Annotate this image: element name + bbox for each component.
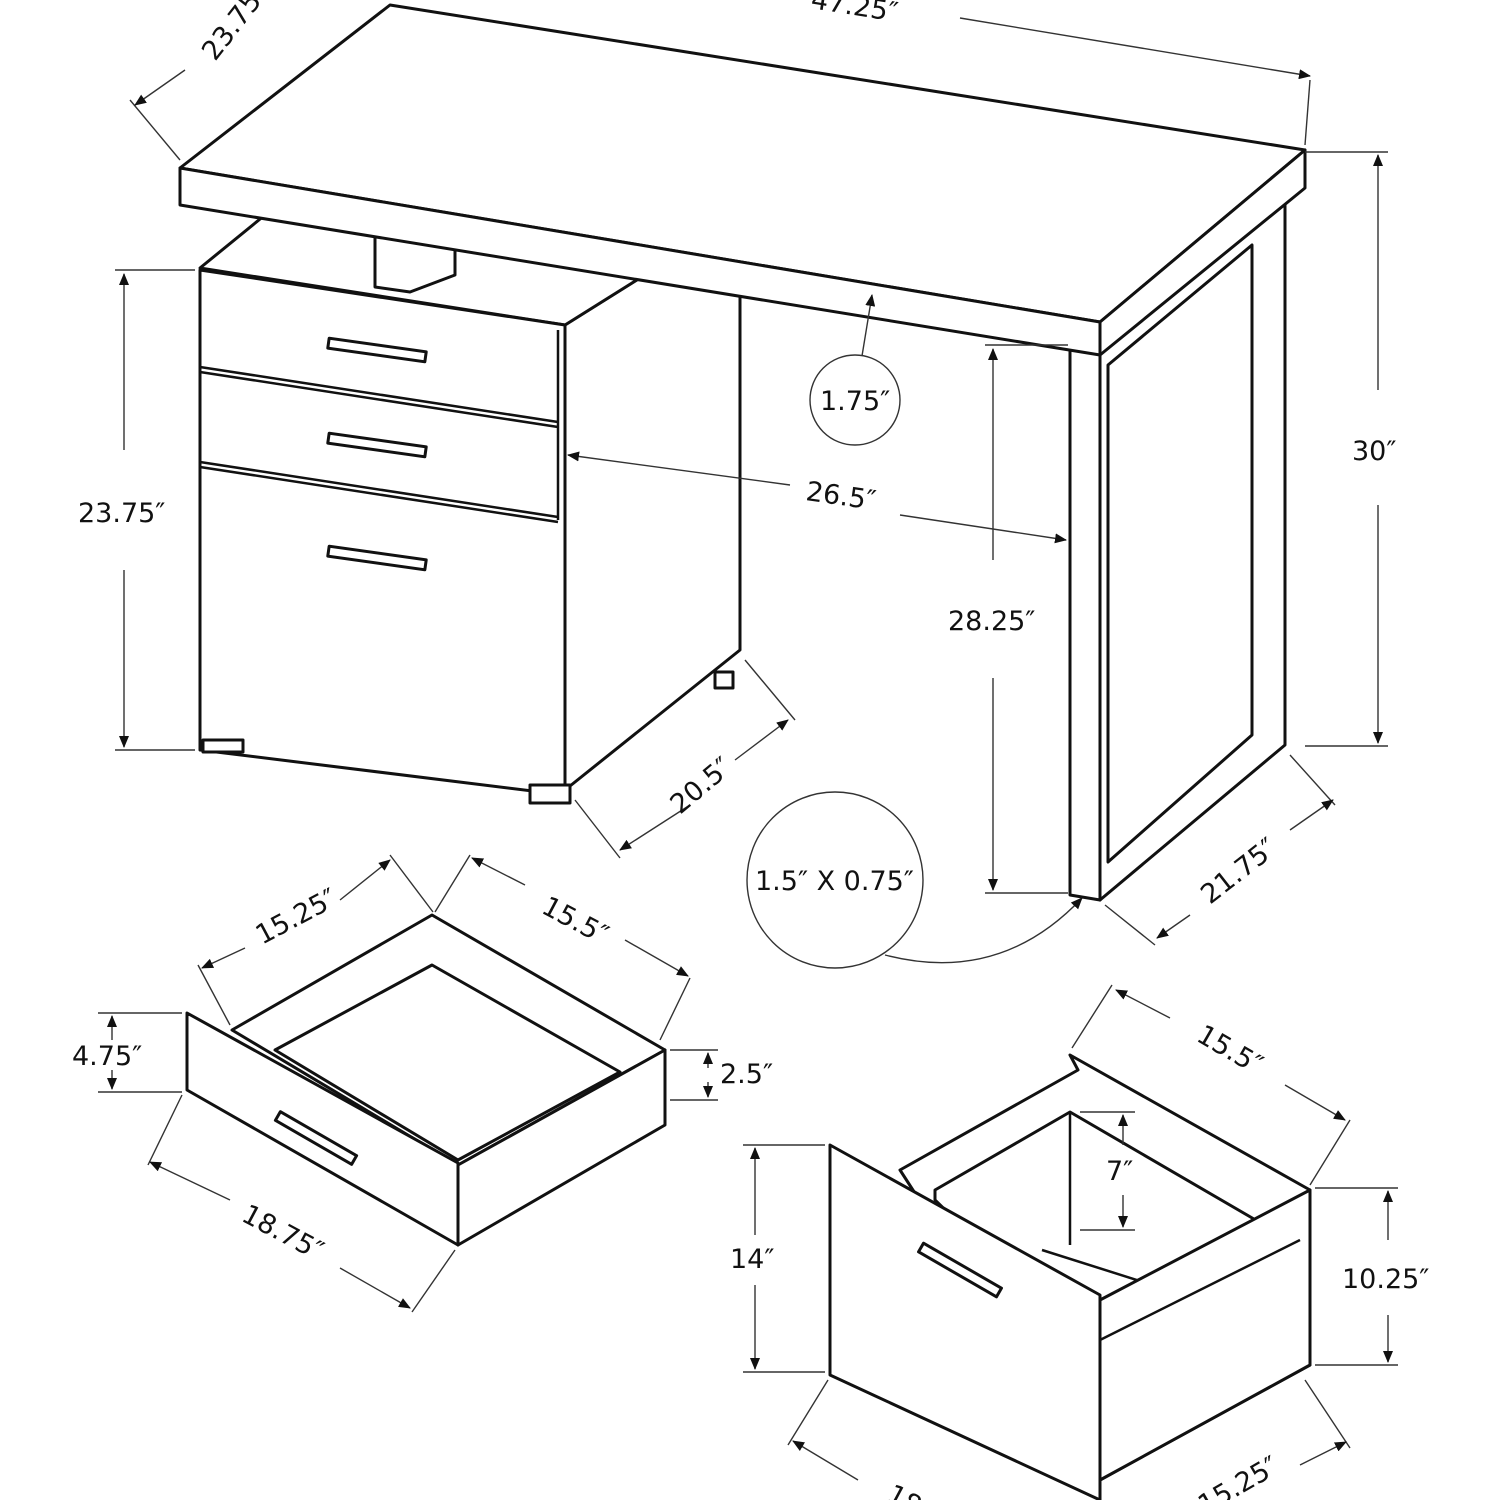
label-drawer-inner-depth: 15.5″ (537, 891, 614, 951)
drawer-handle-3 (326, 544, 428, 572)
cabinet-side (563, 276, 742, 792)
label-knee-width: 26.5″ (804, 476, 878, 516)
label-cabinet-height: 23.75″ (78, 498, 165, 529)
detail-circle-top (809, 354, 901, 446)
desktop-side-edge (1098, 148, 1307, 357)
drawer-handle-2 (326, 431, 428, 459)
file-drawer: 15.5″ 7″ 14″ 10.25″ 18 15.25″ (730, 984, 1429, 1500)
label-file-divider-height: 7″ (1106, 1156, 1133, 1187)
small-drawer-handle (273, 1110, 359, 1166)
right-leg-front (1068, 343, 1102, 902)
small-drawer: 15.25″ 15.5″ 4.75″ 2.5″ 18.75″ (72, 854, 773, 1313)
label-desk-height: 30″ (1352, 436, 1396, 467)
label-knee-height: 28.25″ (948, 606, 1035, 637)
label-leg-profile: 1.5″ X 0.75″ (755, 866, 914, 897)
label-top-depth: 23.75 (196, 0, 268, 66)
label-file-inner-width: 15.25″ (1193, 1451, 1284, 1500)
label-top-thickness: 1.75″ (820, 386, 890, 417)
label-drawer-front-width: 18.75″ (237, 1199, 329, 1267)
file-drawer-handle (917, 1241, 1003, 1299)
label-drawer-inner-width: 15.25″ (251, 883, 343, 951)
label-cabinet-depth: 20.5″ (665, 751, 739, 820)
small-drawer-front (185, 1011, 460, 1247)
drawer-handle-1 (326, 336, 428, 364)
label-leg-depth: 21.75″ (1195, 832, 1283, 910)
label-file-front-width: 18 (882, 1479, 927, 1500)
label-top-width: 47.25″ (809, 0, 900, 29)
label-drawer-front-height: 4.75″ (72, 1041, 142, 1072)
desk (178, 3, 1307, 902)
label-file-front-height: 14″ (730, 1244, 774, 1275)
right-leg-inner (1106, 243, 1254, 864)
file-drawer-front (828, 1143, 1102, 1500)
detail-circle-leg (746, 791, 924, 969)
label-file-depth: 15.5″ (1192, 1019, 1268, 1081)
label-drawer-side-height: 2.5″ (720, 1059, 773, 1090)
label-file-side-height: 10.25″ (1342, 1264, 1429, 1295)
